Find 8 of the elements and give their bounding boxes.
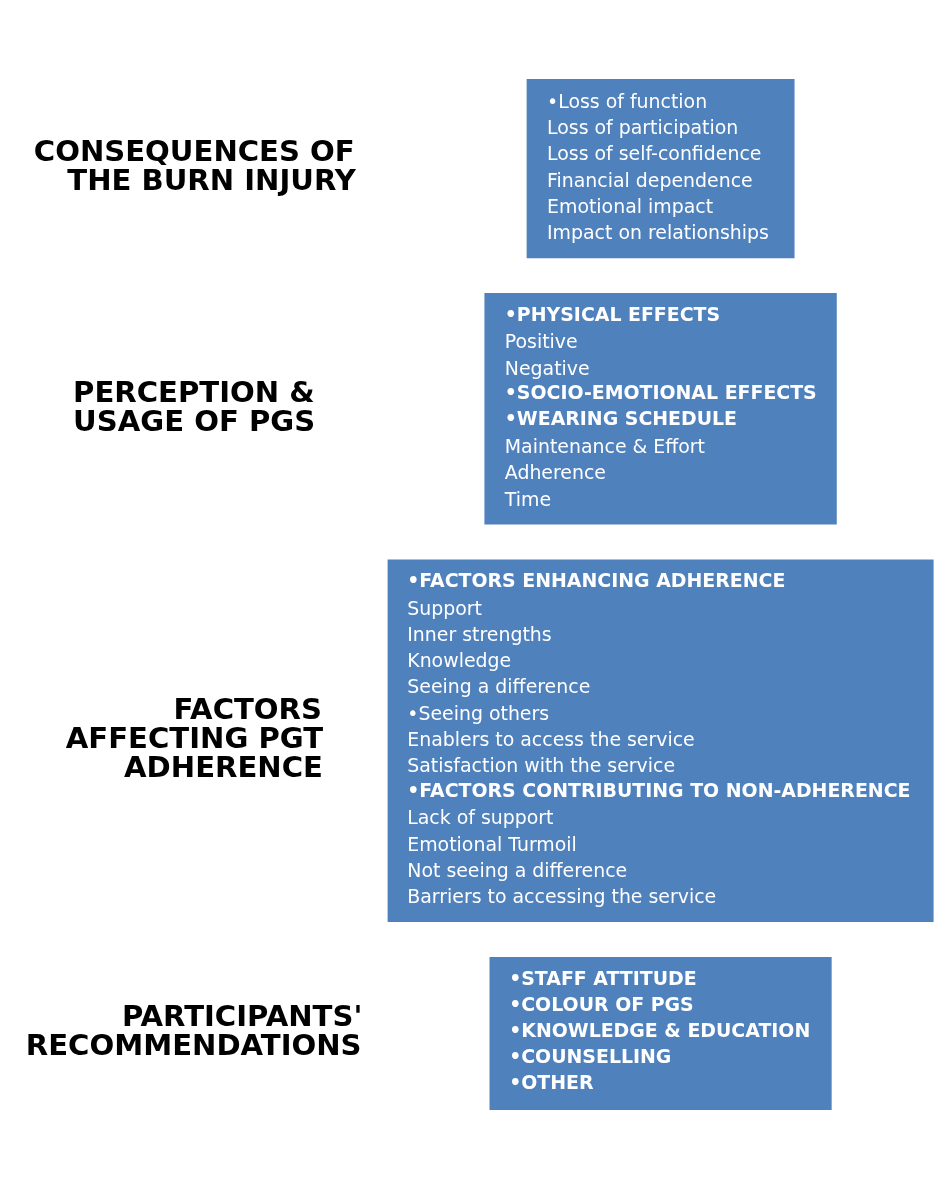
node-text: PARTICIPANTS' RECOMMENDATIONS [25, 999, 363, 1063]
node-text: PERCEPTION & USAGE OF PGS [73, 374, 316, 438]
node-box: •FACTORS ENHANCING ADHERENCE Support Inner strengths Knowledge Seeing a difference •Seeing others Enablers to access the service Satisfaction with the service •FACTORS CONTRIBUTING TO NON-ADHERENCE Lack of support Emotional Turmoil Not seeing a difference Barriers to accessing the service [387, 559, 934, 923]
node-box: •Loss of function Loss of participation Loss of self-confidence Financial dependence Emotional impact Impact on relationships [526, 79, 795, 259]
node-text: FACTORS AFFECTING PGT ADHERENCE [65, 691, 324, 785]
node-box: •PHYSICAL EFFECTS Positive Negative •SOCIO-EMOTIONAL EFFECTS •WEARING SCHEDULE Maintenance & Effort Adherence Time [484, 293, 837, 525]
node-box: •STAFF ATTITUDE •COLOUR OF PGS •KNOWLEDGE & EDUCATION •COUNSELLING •OTHER [489, 957, 832, 1110]
node-text: CONSEQUENCES OF THE BURN INJURY [33, 134, 356, 198]
